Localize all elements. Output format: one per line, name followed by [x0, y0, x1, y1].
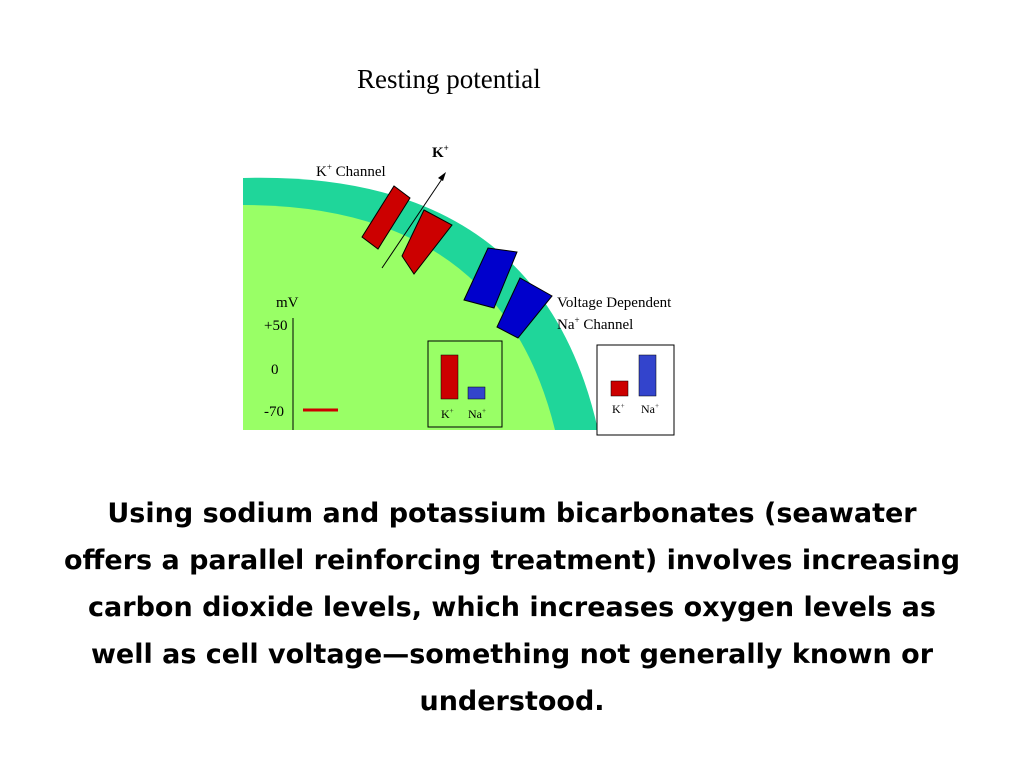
- outside-na-bar: [638, 354, 657, 397]
- inside-concentration-box: [427, 340, 503, 428]
- resting-potential-diagram: [243, 172, 675, 436]
- outside-na-label: Na+: [641, 402, 660, 416]
- k-channel-left-subunit: [361, 185, 411, 250]
- inside-na-label: Na+: [468, 407, 487, 421]
- outside-concentration-box: [596, 344, 675, 436]
- voltmeter-tick-0: 0: [271, 362, 279, 378]
- k-ion-label: K+: [432, 143, 449, 162]
- slide-caption: Using sodium and potassium bicarbonates …: [63, 498, 961, 717]
- outside-k-label: K+: [612, 402, 625, 416]
- voltmeter-unit: mV: [276, 295, 299, 311]
- k-channel-label: K+ Channel: [316, 162, 386, 181]
- k-arrow-head: [438, 172, 446, 181]
- na-channel-left-subunit: [463, 247, 518, 309]
- k-efflux-arrow: [381, 175, 445, 269]
- outside-k-bar: [610, 380, 629, 397]
- na-channel-right-subunit: [496, 277, 553, 339]
- inside-na-bar: [467, 386, 486, 400]
- voltmeter-tick-minus70: -70: [264, 404, 284, 420]
- slide-title: Resting potential: [357, 64, 541, 94]
- voltmeter-tick-plus50: +50: [264, 318, 288, 334]
- na-channel-label-line1: Voltage Dependent: [557, 295, 672, 311]
- inside-k-bar: [440, 354, 459, 400]
- na-channel-label-line2: Na+ Channel: [557, 315, 634, 334]
- k-channel-right-subunit: [401, 209, 453, 275]
- inside-k-label: K+: [441, 407, 454, 421]
